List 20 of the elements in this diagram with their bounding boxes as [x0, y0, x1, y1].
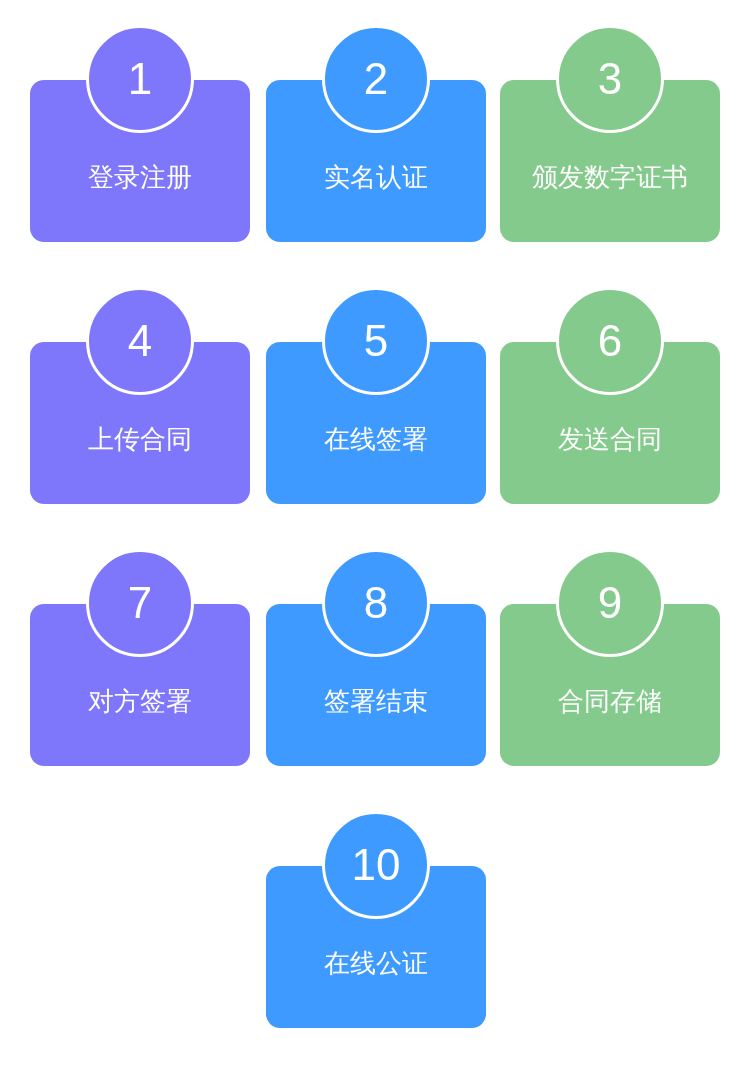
step-number: 8 — [363, 581, 389, 625]
step-label: 对方签署 — [88, 685, 192, 718]
step-label: 在线公证 — [324, 947, 428, 980]
step-number: 6 — [597, 319, 623, 363]
step-number: 3 — [597, 57, 623, 101]
step-label: 登录注册 — [88, 161, 192, 194]
step-label: 签署结束 — [324, 685, 428, 718]
step-label: 颁发数字证书 — [532, 161, 688, 194]
step-number: 10 — [351, 843, 401, 887]
step-label: 实名认证 — [324, 161, 428, 194]
step-number: 4 — [127, 319, 153, 363]
step-number: 5 — [363, 319, 389, 363]
step-label: 发送合同 — [558, 423, 662, 456]
step-number: 2 — [363, 57, 389, 101]
step-label: 合同存储 — [558, 685, 662, 718]
step-label: 在线签署 — [324, 423, 428, 456]
step-number: 1 — [127, 57, 153, 101]
step-number: 9 — [597, 581, 623, 625]
step-number: 7 — [127, 581, 153, 625]
step-label: 上传合同 — [88, 423, 192, 456]
